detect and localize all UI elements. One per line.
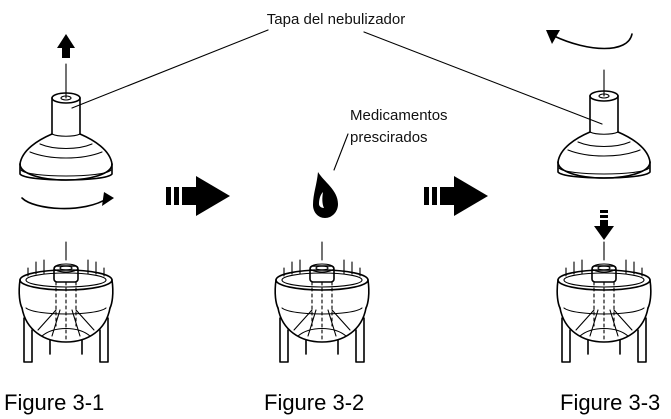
nebulizer-cap-1 xyxy=(19,92,113,181)
medicine-label-line1: Medicamentos xyxy=(350,107,448,124)
nebulizer-cap-3 xyxy=(557,90,651,179)
medicine-leader-line xyxy=(333,133,349,171)
rotate-clockwise-arrow-icon xyxy=(21,192,114,210)
down-arrow-icon xyxy=(594,210,614,240)
step-arrow-icon-2 xyxy=(424,176,488,216)
cap-leader-line-right xyxy=(363,31,603,125)
drop-icon xyxy=(313,172,338,218)
medication-cup-1 xyxy=(18,241,114,363)
medication-cup-3 xyxy=(556,241,652,363)
rotate-counterclockwise-arrow-icon xyxy=(546,30,633,50)
figure-caption-3-1: Figure 3-1 xyxy=(4,390,104,415)
cap-label: Tapa del nebulizador xyxy=(267,11,405,28)
step-arrow-icon-1 xyxy=(166,176,230,216)
up-arrow-icon xyxy=(57,34,75,58)
cap-leader-line-left xyxy=(71,29,269,109)
figure-caption-3-3: Figure 3-3 xyxy=(560,390,660,415)
figure-caption-3-2: Figure 3-2 xyxy=(264,390,364,415)
medication-cup-2 xyxy=(274,241,370,363)
medicine-label-line2: prescirados xyxy=(350,129,428,146)
